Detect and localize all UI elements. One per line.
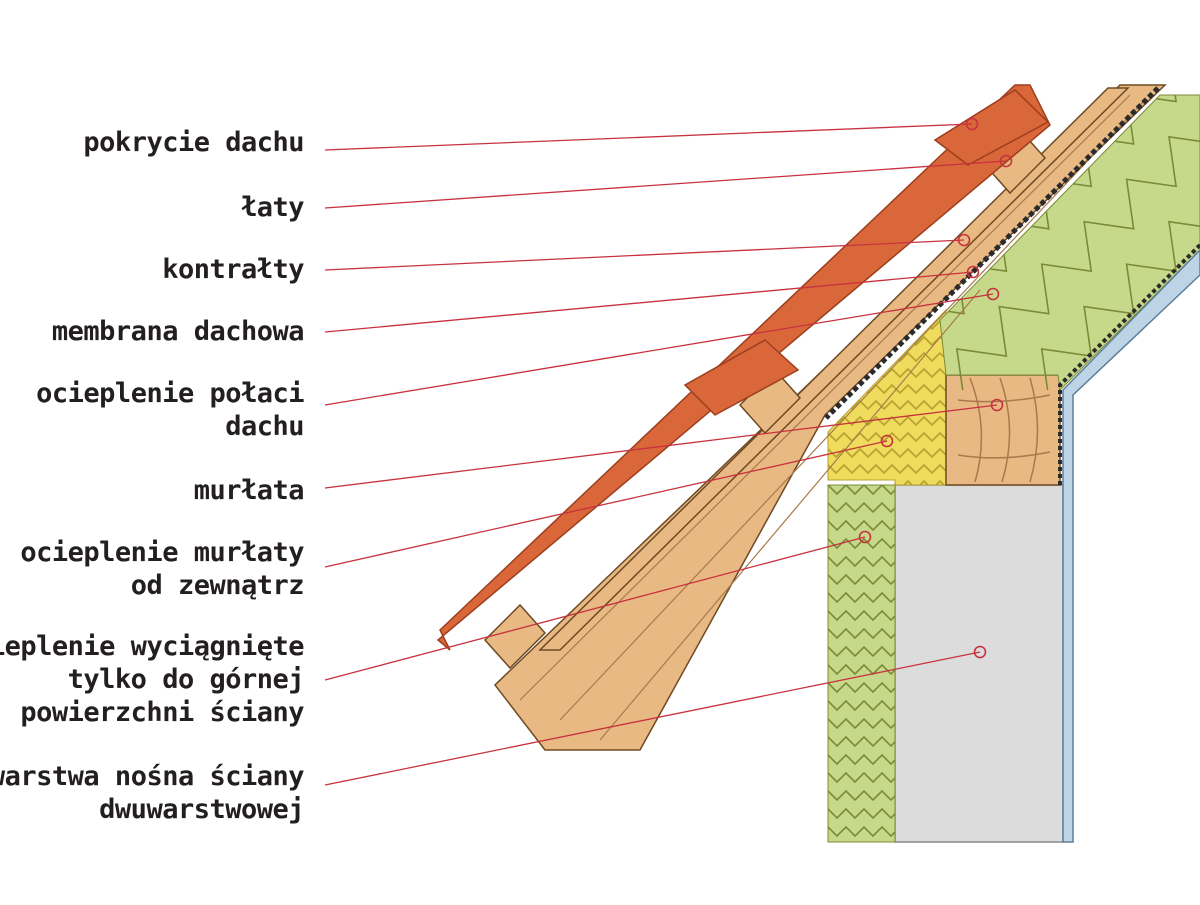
- insulation-zigzag: [828, 735, 895, 748]
- leader-target-circle: [957, 233, 971, 247]
- roof-tiles: [436, 84, 1051, 651]
- leader-target-circle: [990, 398, 1004, 412]
- insulation-zigzag: [828, 573, 895, 586]
- roof-slope-insulation: [939, 94, 1200, 392]
- counter-batten: [538, 87, 1130, 651]
- leader-lines: [324, 117, 1013, 786]
- insulation-zigzag: [828, 537, 895, 550]
- wall-plate: [945, 374, 1061, 486]
- leader-line: [324, 123, 973, 151]
- insulation-zigzag: [828, 807, 895, 820]
- leader-target-circle: [999, 154, 1013, 168]
- label-kontralaty: kontrałty: [162, 254, 304, 285]
- interior-membrane: [1058, 243, 1200, 485]
- batten: [483, 603, 547, 670]
- insulation-zigzag: [828, 681, 895, 694]
- insulation-zigzag: [828, 519, 895, 532]
- leader-target-circle: [858, 530, 872, 544]
- insulation-zigzag: [828, 825, 895, 838]
- insulation-zigzag: [828, 555, 895, 568]
- leader-target-circle: [880, 434, 894, 448]
- insulation-zigzag: [828, 463, 946, 475]
- leader-line: [324, 239, 965, 271]
- insulation-zigzag: [828, 753, 895, 766]
- insulation-zigzag: [828, 789, 895, 802]
- rafter: [493, 84, 1167, 751]
- leader-line: [324, 160, 1007, 209]
- leader-line: [324, 440, 888, 568]
- label-murlata: murłata: [193, 475, 305, 506]
- insulation-zigzag: [828, 609, 895, 622]
- rafter-grain: [519, 94, 1146, 741]
- leader-line: [324, 293, 994, 406]
- leader-line: [324, 651, 981, 786]
- tile-overlap: [683, 339, 800, 416]
- insulation-zigzag: [828, 771, 895, 784]
- leader-target-circle: [986, 287, 1000, 301]
- wall-insulation-hatching: [828, 485, 895, 838]
- wall-plate-grain: [957, 377, 1051, 483]
- insulation-zigzag: [828, 447, 946, 459]
- label-laty: łaty: [240, 192, 305, 223]
- insulation-zigzag: [828, 717, 895, 730]
- label-pokrycie-dachu: pokrycie dachu: [83, 127, 304, 158]
- insulation-zigzag: [828, 627, 895, 640]
- insulation-zigzag: [828, 591, 895, 604]
- tile-overlap: [933, 89, 1050, 166]
- interior-cladding: [1062, 248, 1200, 843]
- leader-line: [324, 404, 998, 489]
- leader-target-circle: [973, 645, 987, 659]
- leader-target-circle: [966, 265, 980, 279]
- insulation-zigzag: [940, 95, 1200, 390]
- insulation-zigzag: [828, 431, 946, 443]
- insulation-zigzag: [828, 415, 946, 427]
- label-membrana-dachowa: membrana dachowa: [51, 316, 305, 347]
- insulation-zigzag: [828, 501, 895, 514]
- leader-target-circle: [965, 117, 979, 131]
- roof-membrane: [824, 86, 1160, 420]
- insulation-zigzag: [828, 645, 895, 658]
- leader-line: [324, 271, 974, 333]
- insulation-zigzag: [956, 136, 1200, 390]
- leader-line: [324, 536, 866, 681]
- insulation-zigzag: [828, 699, 895, 712]
- insulation-zigzag: [828, 485, 895, 496]
